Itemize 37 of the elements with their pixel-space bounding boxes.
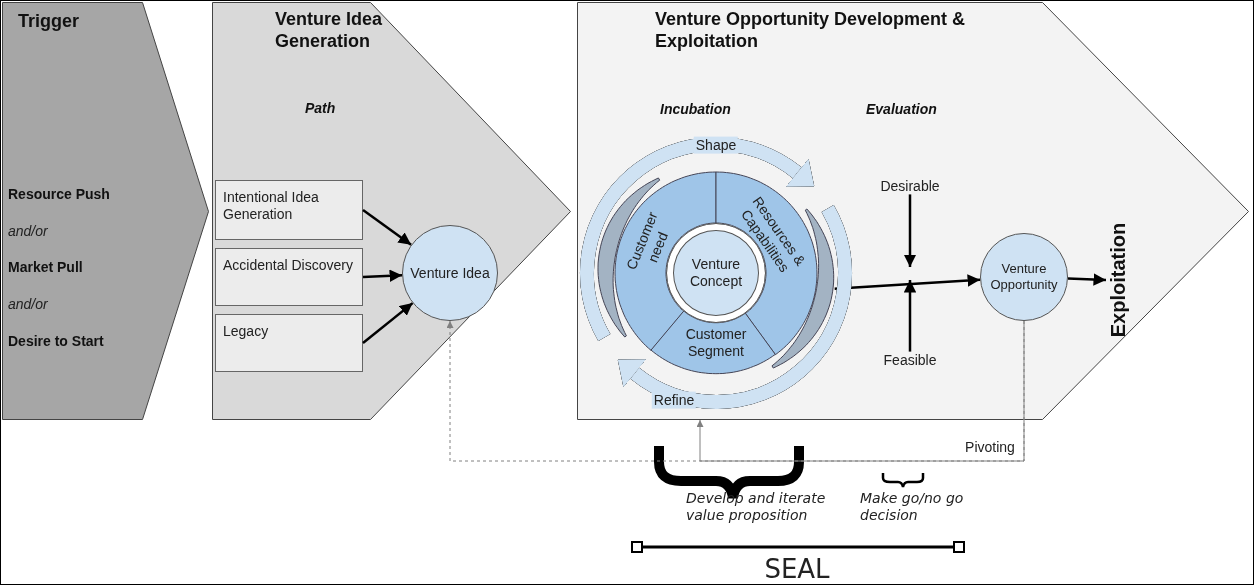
curved-arrow (616, 205, 852, 409)
pentagon-shape (212, 2, 572, 420)
range-label: SEAL (764, 554, 830, 585)
stage-label: Exploitation (1106, 222, 1130, 338)
section-title: Venture Idea Generation (275, 8, 384, 52)
arrow (903, 280, 917, 352)
arrow (834, 274, 981, 291)
trigger-label: Resource Push (8, 186, 110, 203)
edge-label: Refine (651, 391, 697, 409)
arrow (362, 269, 403, 282)
factor-label: Desirable (880, 177, 940, 195)
connector-word: and/or (8, 223, 48, 240)
annotation: Make go/no go decision (860, 490, 965, 524)
process-box: Legacy (215, 314, 363, 372)
arrow (362, 302, 414, 344)
process-box: Accidental Discovery (215, 248, 363, 306)
trigger-label: Desire to Start (8, 333, 104, 350)
ring-segment (650, 310, 777, 375)
process-box: Intentional Idea Generation (215, 180, 363, 240)
phase-label: Path (305, 100, 336, 117)
section-title: Trigger (18, 10, 79, 32)
arrow (362, 209, 412, 246)
factor-label: Feasible (883, 351, 937, 369)
arrow (1067, 273, 1107, 286)
segment-label: Customer Segment (684, 326, 748, 360)
chevron-shape (2, 2, 210, 420)
curved-arrow (580, 137, 816, 341)
phase-label: Incubation (660, 101, 731, 118)
phase-label: Evaluation (866, 101, 937, 118)
connector-word: and/or (8, 296, 48, 313)
edge-label: Pivoting (963, 438, 1017, 456)
edge-label: Shape (693, 136, 739, 154)
section-title: Venture Opportunity Development & Exploitation (655, 8, 967, 52)
arrow (903, 194, 917, 267)
arrow (696, 320, 1025, 462)
pentagon-shape (577, 2, 1250, 420)
trigger-label: Market Pull (8, 259, 83, 276)
